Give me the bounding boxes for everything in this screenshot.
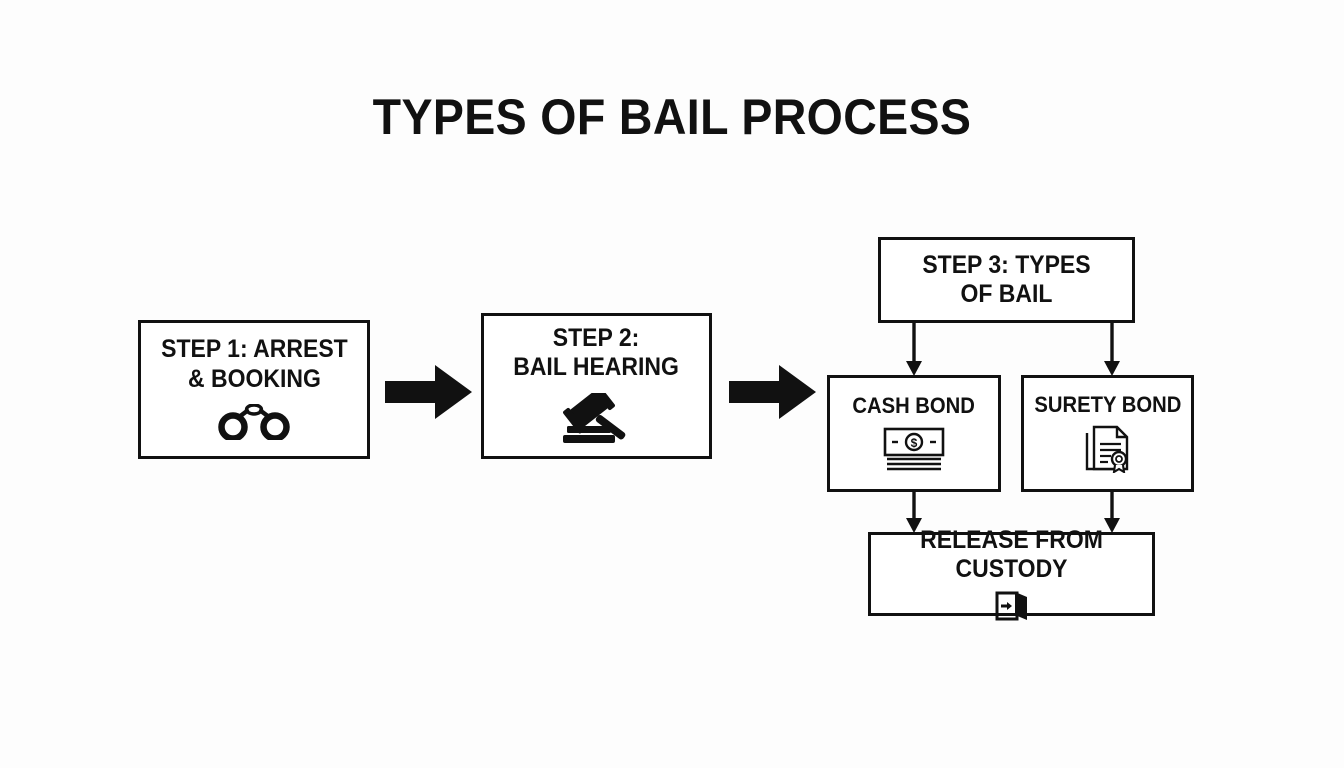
arrow-surety-bond-to-release [1101, 490, 1123, 534]
node-label: STEP 3: TYPES OF BAIL [922, 250, 1091, 309]
node-label: STEP 1: ARREST & BOOKING [160, 335, 348, 393]
node-step-2-bail-hearing[interactable]: STEP 2: BAIL HEARING [481, 313, 712, 459]
node-surety-bond[interactable]: SURETY BOND [1021, 375, 1194, 492]
node-step-1-arrest-booking[interactable]: STEP 1: ARREST & BOOKING [138, 320, 370, 459]
node-step-3-types-of-bail[interactable]: STEP 3: TYPES OF BAIL [878, 237, 1135, 323]
node-label: RELEASE FROM CUSTODY [920, 525, 1103, 584]
handcuffs-icon [217, 404, 291, 440]
svg-text:$: $ [911, 436, 918, 450]
node-label: CASH BOND [852, 393, 976, 419]
banknote-icon: $ [883, 427, 945, 472]
arrow-step3-to-surety-bond [1101, 321, 1123, 377]
node-label: SURETY BOND [1034, 391, 1181, 417]
certificate-seal-icon [1083, 425, 1133, 474]
arrow-step3-to-cash-bond [903, 321, 925, 377]
page-title: TYPES OF BAIL PROCESS [372, 89, 972, 145]
node-label: STEP 2: BAIL HEARING [513, 323, 680, 382]
exit-door-icon [995, 591, 1029, 621]
node-cash-bond[interactable]: CASH BOND $ [827, 375, 1001, 492]
node-release-from-custody[interactable]: RELEASE FROM CUSTODY [868, 526, 1155, 620]
gavel-icon [559, 392, 635, 445]
arrow-step2-to-step3 [729, 363, 817, 421]
arrow-step1-to-step2 [385, 363, 473, 421]
arrow-cash-bond-to-release [903, 490, 925, 534]
